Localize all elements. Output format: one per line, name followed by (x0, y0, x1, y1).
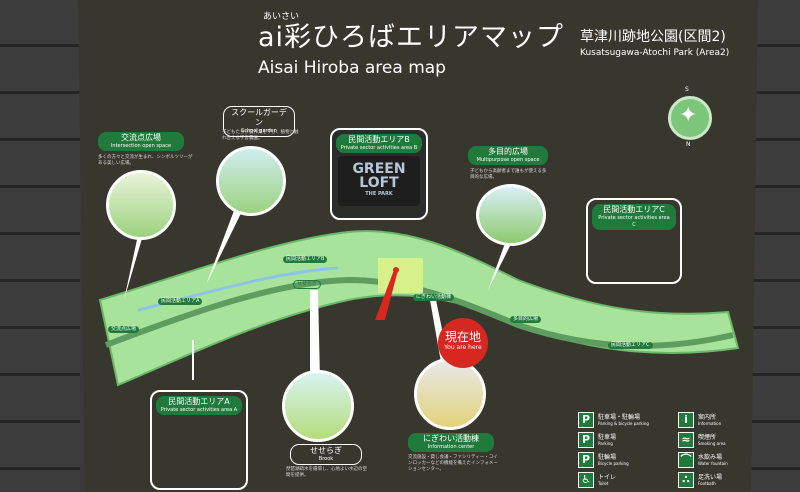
illustration-school-garden (216, 146, 286, 216)
map-label: 民間活動エリアA (158, 298, 203, 305)
map-label: 民間活動エリアC (608, 342, 653, 349)
callout-pointer (488, 235, 514, 290)
car-parking-icon: P (578, 432, 594, 448)
water-fountain-icon: ⌒ (678, 452, 694, 468)
desc-info-center: 交流施設・貸し会議・ファシリティー・コインロッカーなどの機能を備えたインフォメー… (408, 455, 498, 472)
desc-multipurpose: 子どもから高齢者まで誰もが使える多目的な広場。 (470, 169, 547, 180)
page-title: ai彩ひろばエリアマップ (258, 22, 565, 53)
map-label: 民間活動エリアB (283, 256, 328, 263)
bicycle-parking-icon: P (578, 452, 594, 468)
map-label: 多目的広場 (510, 316, 542, 323)
footbath-icon: ∴ (678, 472, 694, 488)
compass-icon: S ✦ N (668, 86, 712, 148)
parking-icon: P (578, 412, 594, 428)
compass-star: ✦ (679, 103, 698, 128)
smoking-area-icon: ≈ (678, 432, 694, 448)
desc-school-garden: 子どもたちが農作業を学び、植物と触れ合える学習農園。 (222, 130, 299, 141)
here-pointer (375, 270, 398, 320)
page-title-english: Aisai Hiroba area map (258, 58, 446, 78)
compass-north: N (686, 141, 691, 148)
desc-brook: 琵琶湖疏水を循環し、心地よい水辺の空間を提供。 (286, 467, 367, 478)
brick-wall-left (0, 0, 80, 491)
map-label: 交流点広場 (108, 326, 140, 333)
callout-pointer (310, 290, 320, 380)
illustration-brook (282, 370, 354, 442)
information-icon: i (678, 412, 694, 428)
brick-wall-right (750, 0, 800, 491)
toilet-icon: ♿ (578, 472, 594, 488)
callout-pointer (206, 200, 246, 285)
park-name: 草津川跡地公園(区間2) (580, 29, 726, 45)
park-name-english: Kusatsugawa-Atochi Park (Area2) (580, 48, 730, 58)
map-label: せせらぎ (293, 280, 322, 289)
area-map-sign: あいさい ai彩ひろばエリアマップ Aisai Hiroba area map … (78, 0, 758, 491)
desc-intersection: 多くの方々と交流が生まれ、シンボルツリーがある美しい広場。 (98, 155, 193, 166)
map-label: にぎわい活動棟 (413, 294, 455, 301)
title-ruby: あいさい (263, 12, 300, 22)
plaza-zone (378, 258, 423, 293)
park-band (98, 230, 740, 387)
illustration-multipurpose (476, 184, 546, 246)
illustration-intersection (106, 170, 176, 240)
callout-pointer (124, 235, 143, 300)
illustration-info-center (414, 358, 486, 430)
compass-south: S (685, 86, 689, 93)
